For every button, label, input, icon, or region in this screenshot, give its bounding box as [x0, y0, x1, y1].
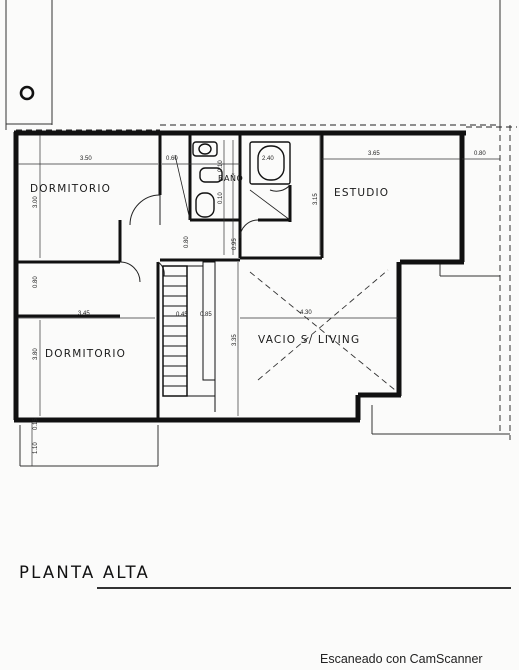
dimension-label: 1.10	[33, 442, 39, 454]
dimension-label: 3.15	[313, 193, 319, 205]
room-label-dormitorio-2: DORMITORIO	[45, 348, 126, 360]
dimension-label: 0.45	[176, 312, 188, 318]
void-cross	[249, 269, 396, 391]
dimension-label: 0.10	[218, 192, 224, 204]
dimension-label: 3.80	[33, 348, 39, 360]
dimension-label: 0.95	[232, 238, 238, 250]
dimension-label: 3.45	[78, 311, 90, 317]
room-label-bano: BAÑO	[218, 173, 243, 183]
dimension-label: 0.60	[166, 156, 178, 162]
room-label-estudio: ESTUDIO	[334, 187, 389, 199]
site-outline	[5, 0, 511, 467]
exterior-walls	[13, 130, 466, 423]
dimension-label: 0.85	[200, 312, 212, 318]
dimension-label: 3.50	[80, 156, 92, 162]
dimension-label: 0.80	[474, 151, 486, 157]
dimension-label: 3.65	[368, 151, 380, 157]
room-label-vacio-living: VACIO S/ LIVING	[258, 334, 360, 346]
door-swings	[119, 184, 291, 283]
dimension-label: 4.30	[300, 310, 312, 316]
scanner-watermark: Escaneado con CamScanner	[320, 652, 483, 666]
dimension-label: 0.80	[33, 276, 39, 288]
dimension-label: 3.35	[232, 334, 238, 346]
marker-circle	[19, 85, 35, 101]
plan-title: PLANTA ALTA	[19, 563, 150, 582]
dimension-lines	[18, 135, 500, 466]
room-label-dormitorio-1: DORMITORIO	[30, 183, 111, 195]
dimension-label: 3.00	[33, 196, 39, 208]
bathroom-fixtures	[192, 141, 291, 218]
bathroom-diagonals	[174, 154, 291, 221]
dimension-label: 0.10	[218, 160, 224, 172]
dimension-label: 2.40	[262, 156, 274, 162]
dimension-label: 0.15	[33, 418, 39, 430]
staircase	[162, 261, 216, 412]
title-underline	[97, 587, 511, 589]
dimension-label: 0.80	[184, 236, 190, 248]
projection-lines	[16, 124, 517, 131]
